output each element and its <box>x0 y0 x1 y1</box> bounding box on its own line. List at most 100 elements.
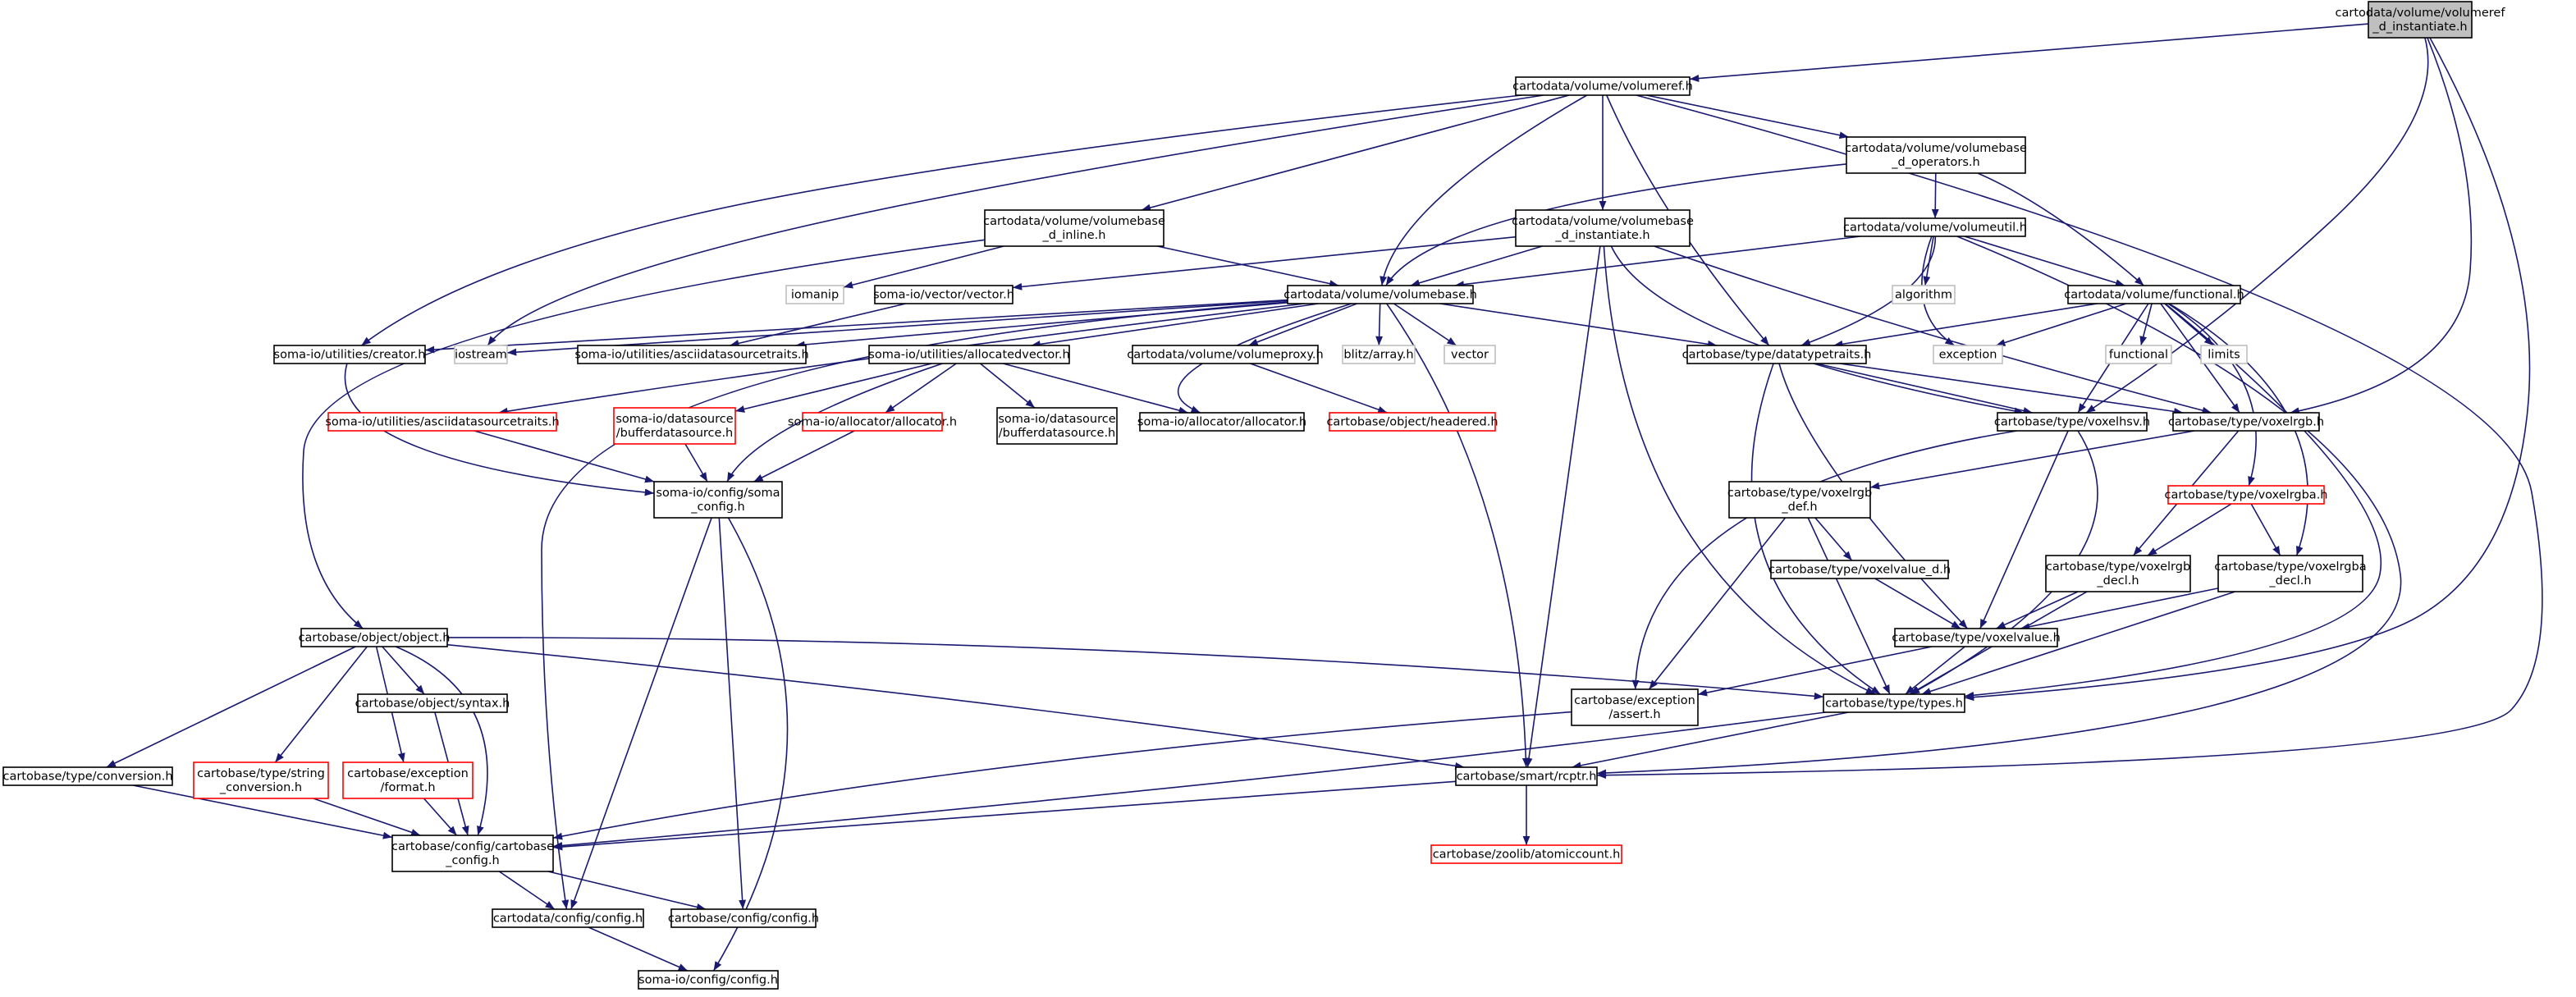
node-cartobase-cfg[interactable]: cartobase/config/config.h <box>668 908 819 928</box>
node-bufferds-red[interactable]: soma-io/datasource/bufferdatasource.h <box>613 407 736 445</box>
node-volumeref[interactable]: cartodata/volume/volumeref.h <box>1512 76 1693 96</box>
edge-n_volumebase-to-n_datatypetraits <box>1439 303 1718 348</box>
node-label: /bufferdatasource.h <box>999 427 1116 440</box>
edge-n_soma_config-to-n_somaio_config <box>712 517 789 972</box>
node-label: cartobase/type/string <box>197 767 325 780</box>
edge-n_cartobase_config-to-n_cartodata_config <box>498 871 556 910</box>
node-label: cartodata/config/config.h <box>493 912 643 926</box>
node-voxelrgb-def[interactable]: cartobase/type/voxelrgb_def.h <box>1727 481 1872 519</box>
edge-n_soma_config-to-n_cartodata_config <box>570 517 712 910</box>
edge-n_bufferds_red-to-n_soma_config <box>684 443 708 482</box>
node-box <box>653 481 783 519</box>
node-atomiccount[interactable]: cartobase/zoolib/atomiccount.h <box>1430 844 1622 864</box>
edge-n_voxelrgb_def-to-n_assert <box>1648 517 1787 690</box>
edge-n_vb_inline-to-n_object <box>302 239 986 629</box>
node-box <box>638 970 779 990</box>
node-vb-inst[interactable]: cartodata/volume/volumebase_d_instantiat… <box>1512 209 1694 247</box>
node-somaio-config[interactable]: soma-io/config/config.h <box>638 970 779 990</box>
edge-n_datatypetraits-to-n_voxelhsv <box>1816 363 2033 414</box>
node-functional-h[interactable]: cartodata/volume/functional.h <box>2064 285 2244 304</box>
node-voxelvalue-d[interactable]: cartobase/type/voxelvalue_d.h <box>1768 560 1951 579</box>
node-volumebase[interactable]: cartodata/volume/volumebase.h <box>1283 285 1477 304</box>
node-box <box>1515 209 1691 247</box>
edge-n_voxelrgba-to-n_voxelrgb_decl <box>2147 503 2232 556</box>
node-bufferds[interactable]: soma-io/datasource/bufferdatasource.h <box>996 407 1118 445</box>
node-voxelrgb[interactable]: cartobase/type/voxelrgb.h <box>2168 412 2324 432</box>
node-box <box>1342 345 1416 364</box>
edge-n_voxelrgba_decl-to-n_voxelvalue <box>2020 588 2219 631</box>
node-asciids-red[interactable]: soma-io/utilities/asciidatasourcetraits.… <box>325 412 560 432</box>
node-box <box>2045 555 2191 592</box>
node-voxelhsv[interactable]: cartobase/type/voxelhsv.h <box>1994 412 2150 432</box>
node-syntax[interactable]: cartobase/object/syntax.h <box>355 693 510 713</box>
edge-n_format-to-n_cartobase_config <box>423 798 458 836</box>
node-label: cartodata/volume/volumebase <box>1512 215 1694 228</box>
node-voxelrgba[interactable]: cartobase/type/voxelrgba.h <box>2165 485 2328 505</box>
node-types[interactable]: cartobase/type/types.h <box>1823 693 1965 713</box>
node-volumeutil[interactable]: cartodata/volume/volumeutil.h <box>1843 217 2027 237</box>
node-label: _conversion.h <box>219 781 302 794</box>
node-format[interactable]: cartobase/exception/format.h <box>342 761 474 799</box>
node-volumeproxy[interactable]: cartodata/volume/volumeproxy.h <box>1127 345 1324 364</box>
node-label: soma-io/datasource <box>615 413 733 426</box>
node-string-conv[interactable]: cartobase/type/string_conversion.h <box>193 761 329 799</box>
node-cartobase-config[interactable]: cartobase/config/cartobase_config.h <box>391 835 554 872</box>
node-object[interactable]: cartobase/object/object.h <box>299 628 451 647</box>
edge-n_object-to-n_rcptr <box>446 643 1465 770</box>
node-voxelrgba-decl[interactable]: cartobase/type/voxelrgba_decl.h <box>2214 555 2367 592</box>
node-box <box>300 628 448 647</box>
node-voxelvalue[interactable]: cartobase/type/voxelvalue.h <box>1892 628 2061 647</box>
edge-n_vb_inst-to-n_voxelhsv <box>1610 245 2025 415</box>
edge-n_volumebase-to-n_allocvector <box>1031 303 1319 348</box>
node-label: cartobase/object/syntax.h <box>355 697 510 711</box>
node-label: _decl.h <box>2096 574 2139 588</box>
edge-n_types-to-n_cartobase_config <box>552 711 1826 849</box>
node-creator[interactable]: soma-io/utilities/creator.h <box>273 345 426 364</box>
node-box <box>2172 412 2320 432</box>
node-label: algorithm <box>1895 289 1952 302</box>
node-datatypetraits[interactable]: cartobase/type/datatypetraits.h <box>1682 345 1872 364</box>
edge-n_functional_h-to-n_datatypetraits <box>1833 303 2098 348</box>
node-label: exception <box>1939 349 1997 362</box>
edge-n_functional_h-to-n_exception <box>1995 303 2127 346</box>
edge-n_vb_inst-to-n_vector_h <box>1012 236 1517 290</box>
node-soma-config[interactable]: soma-io/config/soma_config.h <box>653 481 783 519</box>
node-box <box>785 285 844 304</box>
node-vb-inline[interactable]: cartodata/volume/volumebase_d_inline.h <box>983 209 1165 247</box>
node-label: soma-io/allocator/allocator.h <box>1137 416 1306 429</box>
node-label: limits <box>2208 349 2240 362</box>
node-cartodata-config[interactable]: cartodata/config/config.h <box>492 908 644 928</box>
node-voxelrgb-decl[interactable]: cartobase/type/voxelrgb_decl.h <box>2045 555 2191 592</box>
node-rcptr[interactable]: cartobase/smart/rcptr.h <box>1455 766 1598 786</box>
node-label: cartodata/volume/volumebase.h <box>1283 289 1477 302</box>
node-iomanip: iomanip <box>785 285 844 304</box>
edge-n_types-to-n_rcptr <box>1572 711 1849 770</box>
node-allocator-red[interactable]: soma-io/allocator/allocator.h <box>788 412 957 432</box>
node-conversion[interactable]: cartobase/type/conversion.h <box>2 766 173 786</box>
edge-n_volumebase-to-n_creator <box>424 299 1288 354</box>
node-label: cartobase/type/voxelrgba.h <box>2165 489 2328 502</box>
edge-n_object-to-n_string_conv <box>274 646 368 763</box>
node-label: cartodata/volume/volumeproxy.h <box>1127 349 1323 362</box>
edge-n_inst-to-n_voxelrgb <box>2290 37 2473 415</box>
node-asciids[interactable]: soma-io/utilities/asciidatasourcetraits.… <box>574 345 809 364</box>
edge-n_datatypetraits-to-n_voxelvalue <box>1778 363 1969 629</box>
node-vb-ops[interactable]: cartodata/volume/volumebase_d_operators.… <box>1845 136 2027 174</box>
node-allocator[interactable]: soma-io/allocator/allocator.h <box>1137 412 1306 432</box>
node-box <box>1728 481 1871 519</box>
node-label: _d_inline.h <box>1042 229 1106 242</box>
node-vector-h[interactable]: soma-io/vector/vector.h <box>873 285 1014 304</box>
node-allocvector[interactable]: soma-io/utilities/allocatedvector.h <box>868 345 1070 364</box>
node-label: cartobase/type/voxelrgb <box>1727 487 1872 500</box>
node-headered[interactable]: cartobase/object/headered.h <box>1326 412 1498 432</box>
node-box <box>2 766 173 786</box>
node-functional: functional <box>2105 345 2172 364</box>
edge-n_voxelrgb_decl-to-n_voxelvalue <box>1996 591 2079 629</box>
node-assert[interactable]: cartobase/exception/assert.h <box>1571 688 1699 726</box>
node-label: soma-io/utilities/creator.h <box>274 349 426 362</box>
node-label: _d_instantiate.h <box>1554 229 1649 242</box>
edge-n_volumebase-to-n_vector <box>1393 303 1457 346</box>
edge-n_volumebase-to-n_blitz <box>1375 303 1384 346</box>
edge-n_allocvector-to-n_bufferds <box>979 363 1036 409</box>
node-box <box>193 761 329 799</box>
